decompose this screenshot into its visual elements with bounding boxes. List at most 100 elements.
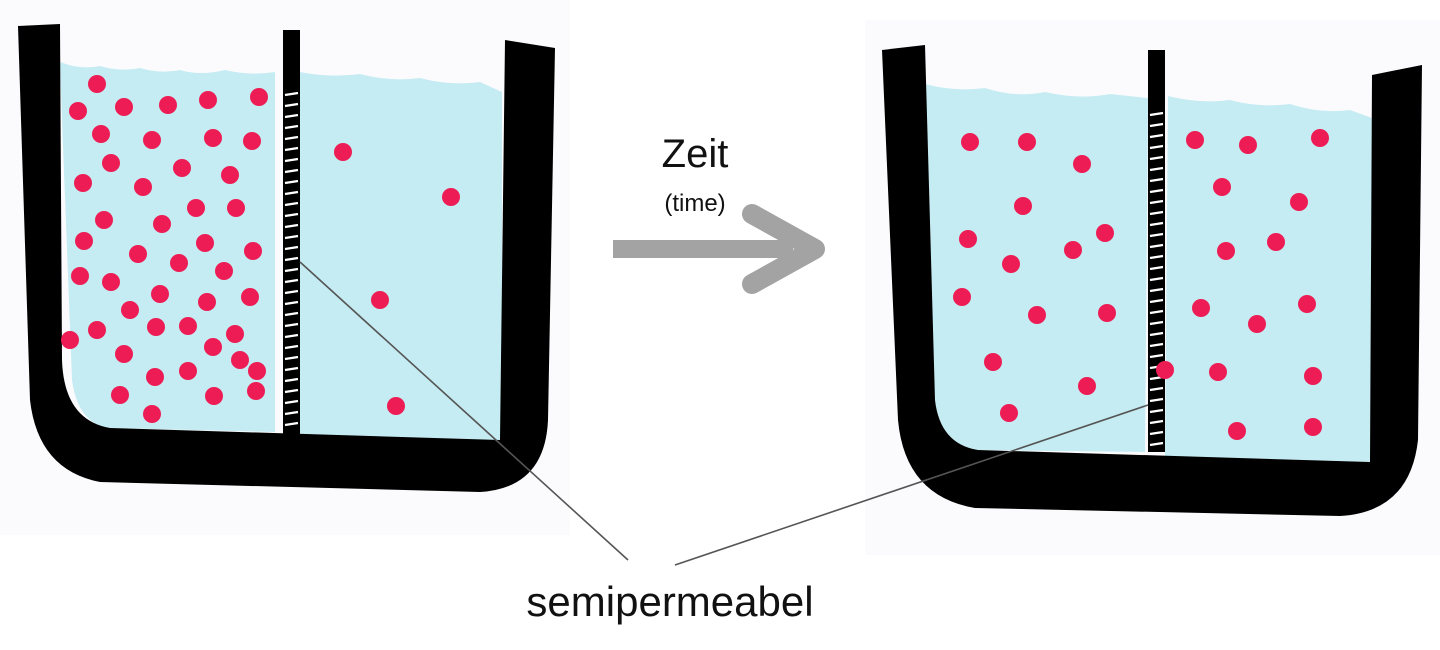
container-before <box>18 24 555 492</box>
solute-particle <box>71 267 89 285</box>
membrane-before <box>283 30 300 435</box>
membrane-pore <box>1149 441 1164 447</box>
membrane-pore <box>1149 419 1164 425</box>
solute-particle <box>173 159 191 177</box>
membrane-pore <box>1149 144 1164 150</box>
solute-particle <box>953 288 971 306</box>
membrane-before-wall <box>283 30 300 435</box>
solute-particle <box>75 232 93 250</box>
membrane-pore <box>1149 276 1164 282</box>
membrane-pore <box>1149 309 1164 315</box>
solute-particle <box>205 387 223 405</box>
membrane-pore <box>284 388 299 394</box>
solute-particle <box>247 382 265 400</box>
solute-particle <box>1000 404 1018 422</box>
solute-particle <box>1002 255 1020 273</box>
solute-particle <box>1304 418 1322 436</box>
membrane-pore <box>1149 232 1164 238</box>
solute-particle <box>1073 155 1091 173</box>
membrane-pore <box>284 245 299 251</box>
solute-particle <box>198 293 216 311</box>
membrane-after-pores <box>1149 111 1164 447</box>
membrane-pore <box>284 102 299 108</box>
solute-particle <box>88 75 106 93</box>
membrane-pore <box>1149 320 1164 326</box>
membrane-pore <box>284 278 299 284</box>
membrane-pore <box>284 322 299 328</box>
solute-particle <box>92 125 110 143</box>
leader-line-before <box>299 261 629 561</box>
membrane-pore <box>1149 298 1164 304</box>
solute-particle <box>196 234 214 252</box>
solute-particle <box>1228 422 1246 440</box>
membrane-before-pores <box>284 91 299 427</box>
arrow-label-time: (time) <box>664 190 726 217</box>
membrane-pore <box>284 146 299 152</box>
water-after-right <box>1165 96 1372 462</box>
arrow-label-zeit: Zeit <box>661 132 729 176</box>
water-after <box>925 84 1148 452</box>
solute-particle <box>111 386 129 404</box>
membrane-pore <box>284 157 299 163</box>
membrane-pore <box>284 190 299 196</box>
water-before-right <box>300 72 502 440</box>
membrane-label: semipermeabel <box>526 578 814 625</box>
solute-particle <box>387 397 405 415</box>
membrane-pore <box>284 212 299 218</box>
solute-particle <box>1078 377 1096 395</box>
membrane-pore <box>284 267 299 273</box>
solute-particle <box>121 301 139 319</box>
membrane-pore <box>1149 397 1164 403</box>
membrane-pore <box>284 366 299 372</box>
membrane-leader-lines <box>299 261 1149 566</box>
membrane-pore <box>1149 331 1164 337</box>
membrane-pore <box>1149 221 1164 227</box>
membrane-after-wall <box>1148 50 1165 452</box>
solute-particle <box>1217 242 1235 260</box>
leader-line-after <box>674 404 1149 566</box>
solute-particle <box>1156 361 1174 379</box>
membrane-pore <box>284 201 299 207</box>
solute-particle <box>170 254 188 272</box>
solute-particle <box>1298 295 1316 313</box>
solute-particle <box>199 91 217 109</box>
solute-particle <box>1098 304 1116 322</box>
solute-particle <box>187 199 205 217</box>
membrane-pore <box>1149 353 1164 359</box>
solute-particle <box>74 174 92 192</box>
membrane-pore <box>1149 386 1164 392</box>
membrane-pore <box>1149 199 1164 205</box>
membrane-pore <box>284 223 299 229</box>
solute-particle <box>1064 241 1082 259</box>
solute-particle <box>248 362 266 380</box>
right-arrow-icon <box>613 204 825 294</box>
solute-particle <box>1239 136 1257 154</box>
solute-particle <box>442 188 460 206</box>
solute-particle <box>69 102 87 120</box>
membrane-pore <box>1149 287 1164 293</box>
solute-particle <box>241 288 259 306</box>
membrane-pore <box>1149 155 1164 161</box>
membrane-after <box>1148 50 1165 452</box>
solute-particle <box>1248 315 1266 333</box>
membrane-pore <box>1149 122 1164 128</box>
solute-particle <box>215 262 233 280</box>
membrane-pore <box>284 179 299 185</box>
membrane-pore <box>284 113 299 119</box>
solute-particle <box>88 321 106 339</box>
solute-particle <box>159 96 177 114</box>
solute-particle <box>1186 131 1204 149</box>
solute-particle <box>959 230 977 248</box>
membrane-pore <box>1149 210 1164 216</box>
membrane-pore <box>1149 177 1164 183</box>
solute-particle <box>221 166 239 184</box>
membrane-pore <box>284 311 299 317</box>
membrane-pore <box>284 300 299 306</box>
solute-particle <box>1304 367 1322 385</box>
beaker-after <box>882 45 1422 516</box>
membrane-pore <box>284 333 299 339</box>
water-before <box>60 62 275 432</box>
membrane-pore <box>1149 430 1164 436</box>
membrane-pore <box>1149 408 1164 414</box>
